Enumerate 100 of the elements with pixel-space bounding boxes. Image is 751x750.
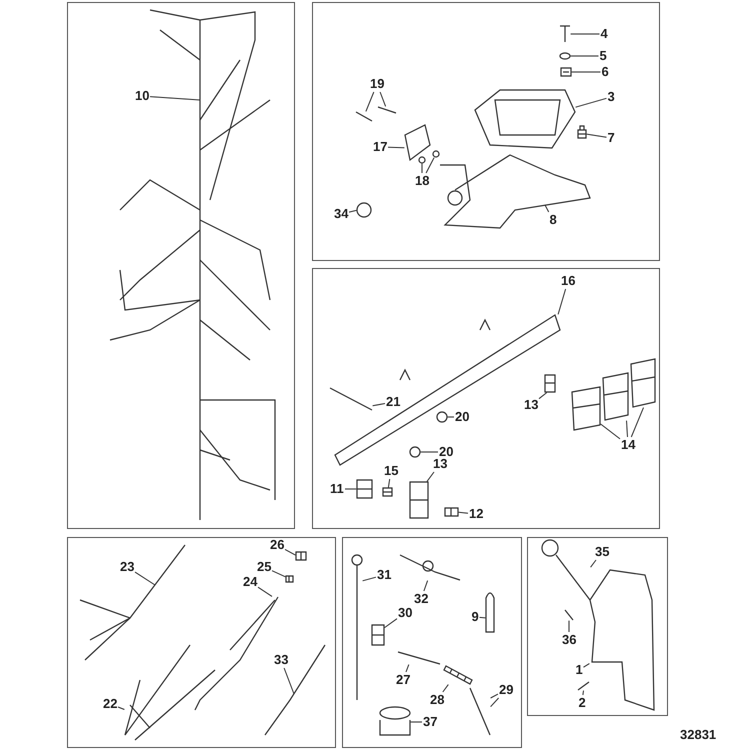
- clip-drawing: [444, 507, 459, 517]
- leader-line: [426, 472, 434, 482]
- sensor-drawing: [400, 554, 460, 581]
- callout-number: 34: [334, 207, 348, 221]
- callout-number: 20: [439, 445, 454, 459]
- callout-number: 5: [600, 49, 607, 63]
- leader-line: [388, 478, 390, 488]
- leader-line: [442, 684, 449, 692]
- leader-line: [575, 98, 607, 108]
- callout-number: 21: [386, 395, 400, 409]
- fuse-holder-drawing: [443, 665, 473, 685]
- leader-line: [284, 548, 296, 556]
- callout-number: 37: [423, 715, 438, 729]
- callout-number: 13: [524, 398, 538, 412]
- cable-drawing: [398, 651, 440, 665]
- relay-drawing: [602, 372, 629, 421]
- leader-line: [558, 288, 566, 315]
- callout-number: 25: [257, 560, 272, 574]
- leader-line: [372, 403, 386, 406]
- cover-drawing: [409, 481, 429, 519]
- callout-number: 27: [396, 673, 410, 687]
- drawing-number: 32831: [680, 728, 716, 742]
- nut-drawing: [436, 411, 448, 423]
- cable-drawing: [469, 688, 491, 736]
- clip-drawing: [382, 487, 393, 497]
- leader-line: [582, 690, 584, 696]
- callout-number: 33: [274, 653, 288, 667]
- clip-drawing: [544, 374, 556, 393]
- leader-line: [447, 416, 454, 418]
- callout-number: 15: [384, 464, 398, 478]
- leader-line: [362, 576, 376, 582]
- callout-number: 17: [373, 140, 388, 154]
- callout-number: 29: [499, 683, 514, 697]
- callout-number: 11: [330, 482, 344, 496]
- wiring-harness-drawing: [124, 644, 216, 740]
- control-module-drawing: [474, 89, 576, 149]
- callout-number: 22: [103, 697, 118, 711]
- nut-drawing: [409, 446, 421, 458]
- leader-line: [544, 204, 550, 212]
- wire-loop-drawing: [485, 592, 495, 633]
- leader-line: [118, 706, 125, 710]
- leader-line: [344, 488, 357, 490]
- nut-drawing: [418, 156, 426, 164]
- callout-number: 14: [621, 438, 636, 452]
- switch-drawing: [371, 624, 385, 646]
- leader-line: [384, 618, 398, 628]
- leader-line: [583, 663, 590, 668]
- wiring-harness-drawing: [110, 9, 276, 520]
- callout-number: 1: [576, 663, 583, 677]
- leader-line: [458, 512, 468, 514]
- sensor-cable-drawing: [264, 644, 326, 736]
- leader-line: [258, 586, 272, 597]
- leader-line: [380, 92, 386, 107]
- leader-line: [479, 616, 486, 618]
- leader-line: [490, 694, 498, 698]
- bolt-drawing: [564, 610, 574, 620]
- leader-line: [590, 560, 596, 568]
- callout-number: 35: [595, 545, 610, 559]
- pin-drawing: [330, 387, 372, 411]
- callout-number: 31: [377, 568, 392, 582]
- callout-number: 4: [600, 27, 608, 41]
- bushing-drawing: [577, 125, 587, 139]
- leader-line: [406, 664, 410, 672]
- leader-line: [568, 620, 570, 632]
- callout-number: 6: [602, 65, 609, 79]
- callout-number: 19: [370, 77, 384, 91]
- clip-drawing: [356, 479, 373, 499]
- callout-number: 28: [430, 693, 444, 707]
- bolt-drawing: [578, 682, 590, 690]
- relay-drawing: [630, 358, 656, 408]
- wiring-harness-drawing: [80, 544, 186, 660]
- leader-line: [150, 96, 200, 100]
- sensor-drawing: [404, 124, 431, 162]
- leader-line: [586, 134, 607, 138]
- callout-number: 20: [455, 410, 470, 424]
- relay-drawing: [571, 386, 601, 431]
- bracket-drawing: [589, 569, 655, 711]
- callout-number: 12: [469, 507, 484, 521]
- callout-number: 32: [414, 592, 428, 606]
- leader-line: [134, 572, 156, 586]
- callout-number: 30: [398, 606, 412, 620]
- screw-drawing: [356, 111, 372, 122]
- leader-line: [365, 92, 374, 112]
- callout-number: 23: [120, 560, 134, 574]
- connector-drawing: [285, 575, 294, 583]
- bracket-drawing: [440, 154, 591, 229]
- leader-line: [490, 698, 500, 708]
- callout-number: 24: [243, 575, 258, 589]
- callout-number: 8: [550, 213, 557, 227]
- callout-number: 9: [472, 610, 479, 624]
- callout-number: 2: [578, 696, 586, 710]
- leader-line: [600, 424, 620, 440]
- callout-number: 18: [415, 174, 430, 188]
- lever-drawing: [541, 539, 590, 600]
- sender-drawing: [379, 706, 411, 736]
- callout-number: 7: [608, 131, 615, 145]
- leader-line: [626, 420, 628, 438]
- leader-line: [423, 580, 428, 592]
- ring-nut-drawing: [356, 202, 372, 218]
- callout-number: 3: [608, 90, 615, 104]
